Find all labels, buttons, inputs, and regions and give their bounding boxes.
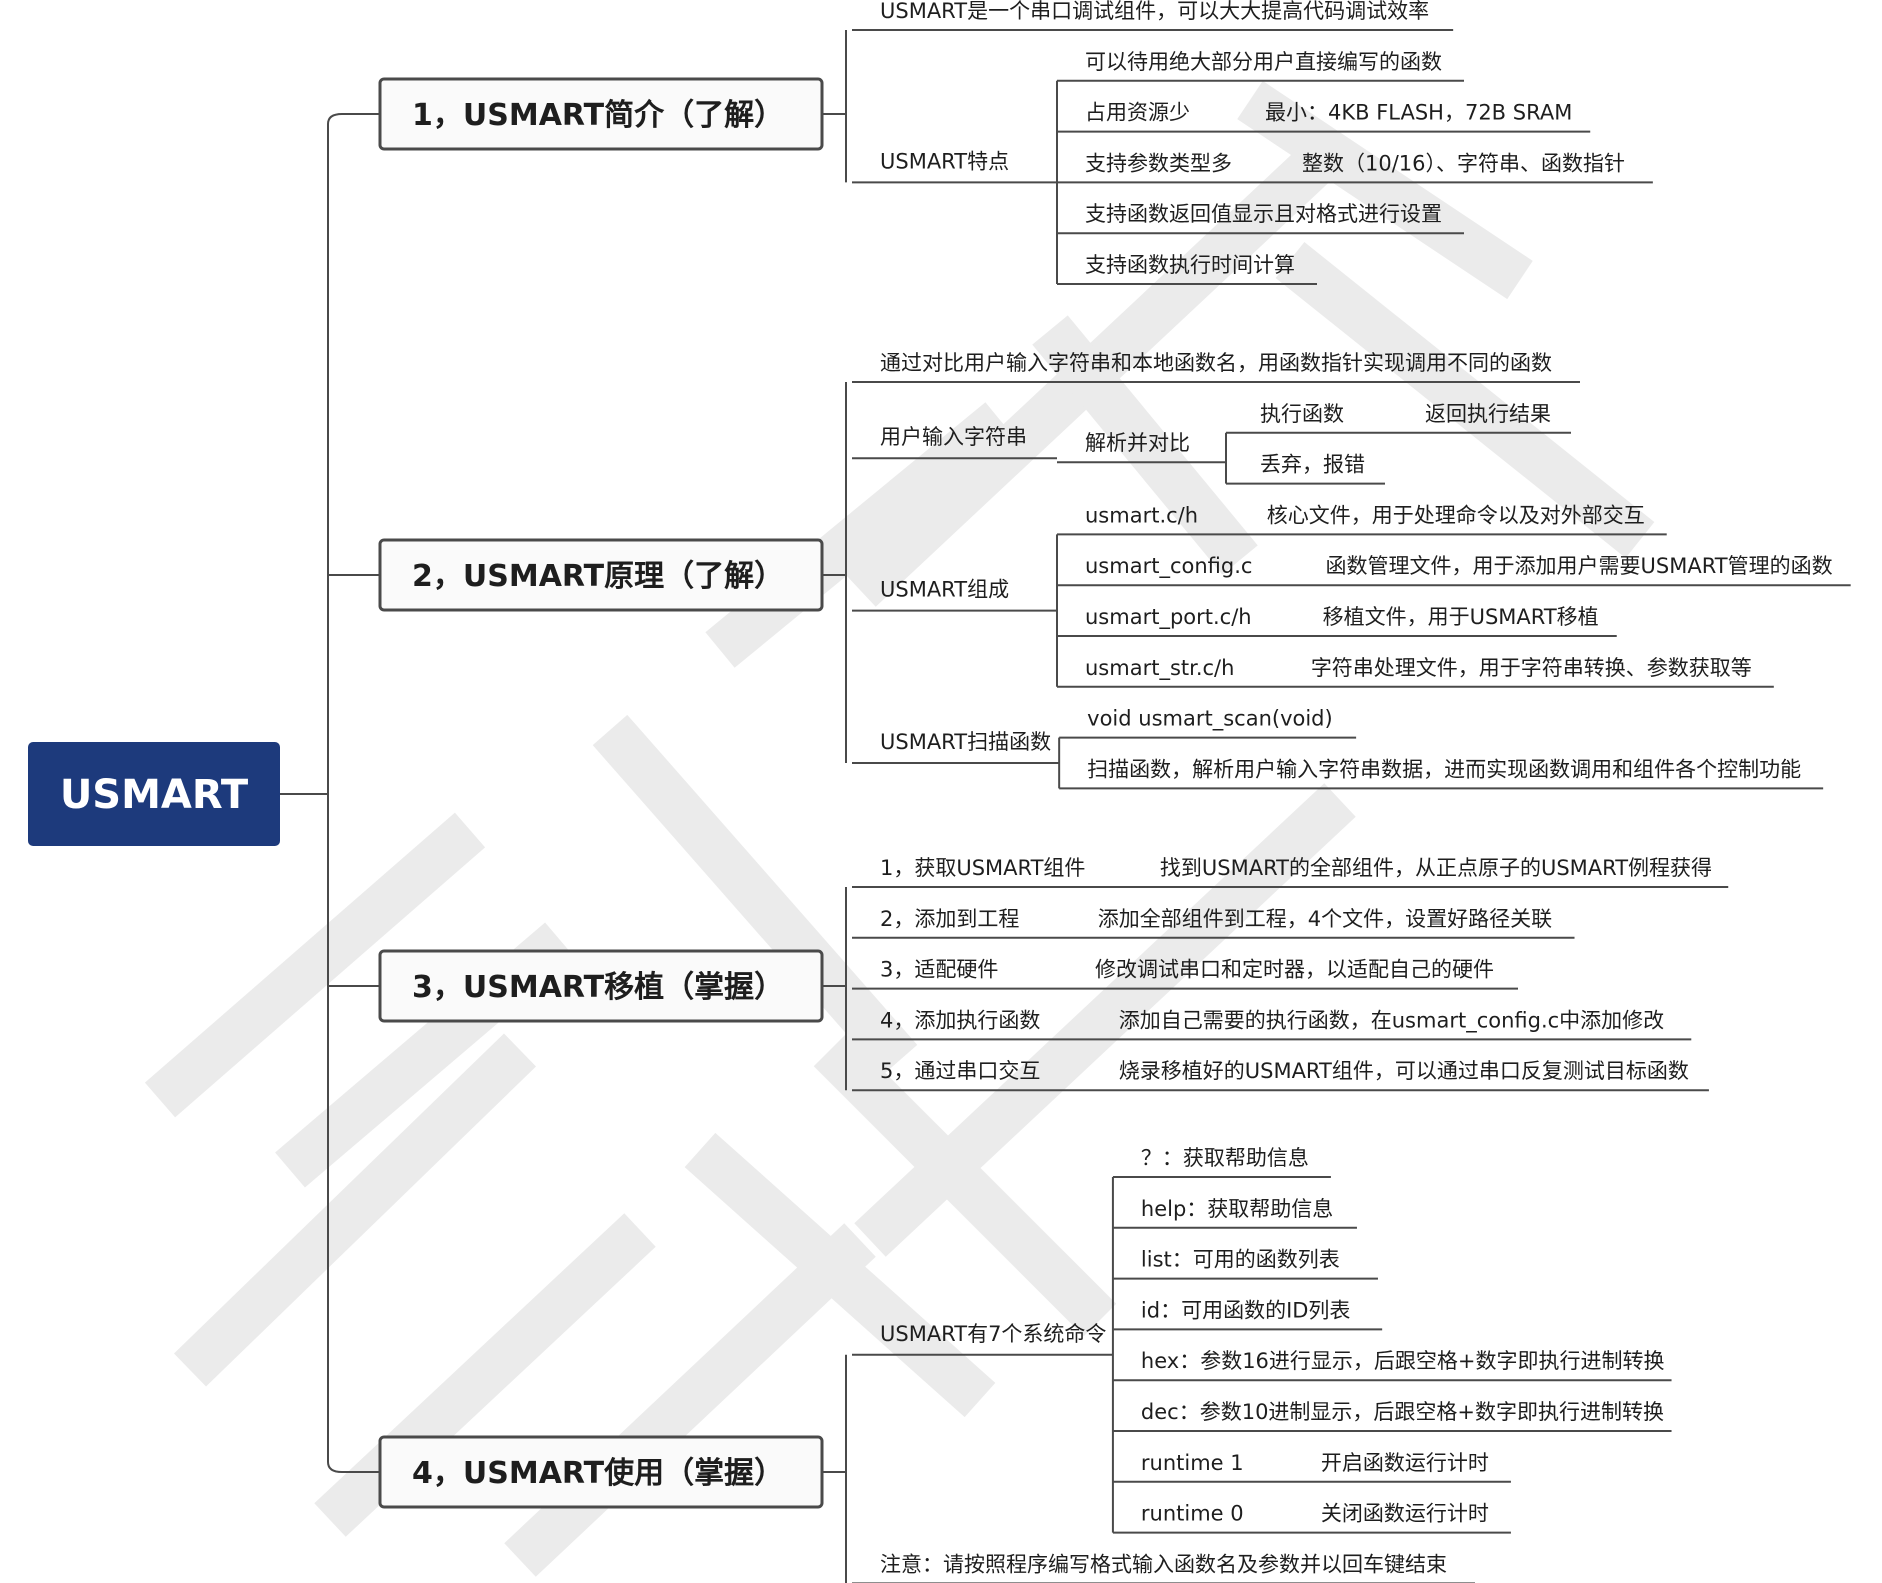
level2-label: 解析并对比 xyxy=(1085,431,1190,455)
root-node[interactable] xyxy=(28,742,280,846)
level1-label: USMART组成 xyxy=(880,578,1009,602)
level1-label: USMART有7个系统命令 xyxy=(880,1322,1106,1346)
level3-label: 执行函数 xyxy=(1260,402,1344,426)
level1-label: 用户输入字符串 xyxy=(880,425,1027,449)
level2-label: 支持函数返回值显示且对格式进行设置 xyxy=(1085,202,1442,226)
level1-label: 注意：请按照程序编写格式输入函数名及参数并以回车键结束 xyxy=(880,1552,1447,1576)
branch-node-label: 2，USMART原理（了解） xyxy=(412,559,784,594)
level2-label: usmart.c/h xyxy=(1085,503,1198,527)
level2-label: dec：参数10进制显示，后跟空格+数字即执行进制转换 xyxy=(1141,1400,1664,1424)
branch-node-label: 1，USMART简介（了解） xyxy=(412,98,784,133)
level1-label: 1，获取USMART组件 xyxy=(880,856,1085,880)
level2-label: help：获取帮助信息 xyxy=(1141,1197,1333,1221)
level2-label: ？：获取帮助信息 xyxy=(1141,1146,1309,1170)
branch-node-label: 4，USMART使用（掌握） xyxy=(412,1456,784,1491)
level2-label: void usmart_scan(void) xyxy=(1087,707,1333,732)
level2-label: 占用资源少 xyxy=(1085,101,1190,125)
leaf-label: 字符串处理文件，用于字符串转换、参数获取等 xyxy=(1311,656,1752,680)
level2-label: usmart_config.c xyxy=(1085,554,1252,579)
level1-label: 4，添加执行函数 xyxy=(880,1008,1040,1032)
level2-label: runtime 0 xyxy=(1141,1502,1244,1526)
level1-label: 通过对比用户输入字符串和本地函数名，用函数指针实现调用不同的函数 xyxy=(880,351,1552,375)
branch-node-label: 3，USMART移植（掌握） xyxy=(412,970,784,1005)
leaf-label: 核心文件，用于处理命令以及对外部交互 xyxy=(1267,503,1645,527)
level3-label: 丢弃，报错 xyxy=(1260,453,1365,477)
branch-connector xyxy=(327,1461,380,1473)
level1-label: USMART特点 xyxy=(880,149,1009,173)
leaf-label: 返回执行结果 xyxy=(1425,402,1551,426)
level2-label: 扫描函数，解析用户输入字符串数据，进而实现函数调用和组件各个控制功能 xyxy=(1087,757,1801,781)
leaf-label: 整数（10/16）、字符串、函数指针 xyxy=(1302,151,1625,175)
level1-label: USMART扫描函数 xyxy=(880,730,1051,754)
leaf-label: 移植文件，用于USMART移植 xyxy=(1323,605,1599,629)
level2-label: hex：参数16进行显示，后跟空格+数字即执行进制转换 xyxy=(1141,1349,1665,1373)
level2-label: list：可用的函数列表 xyxy=(1141,1248,1340,1272)
leaf-label: 烧录移植好的USMART组件，可以通过串口反复测试目标函数 xyxy=(1119,1059,1689,1083)
level1-label: USMART是一个串口调试组件，可以大大提高代码调试效率 xyxy=(880,0,1429,23)
level1-label: 5，通过串口交互 xyxy=(880,1059,1040,1083)
leaf-label: 开启函数运行计时 xyxy=(1321,1451,1489,1475)
leaf-label: 添加全部组件到工程，4个文件，设置好路径关联 xyxy=(1098,907,1552,931)
level2-label: 支持参数类型多 xyxy=(1085,151,1232,175)
branch-connector xyxy=(327,113,380,125)
level2-label: runtime 1 xyxy=(1141,1451,1244,1475)
level2-label: 支持函数执行时间计算 xyxy=(1085,253,1295,277)
level1-label: 3，适配硬件 xyxy=(880,958,998,982)
level2-label: 可以待用绝大部分用户直接编写的函数 xyxy=(1085,50,1442,74)
root-node-label: USMART xyxy=(60,772,249,818)
leaf-label: 修改调试串口和定时器，以适配自己的硬件 xyxy=(1095,958,1494,982)
level1-label: 2，添加到工程 xyxy=(880,907,1019,931)
leaf-label: 关闭函数运行计时 xyxy=(1321,1502,1489,1526)
leaf-label: 添加自己需要的执行函数，在usmart_config.c中添加修改 xyxy=(1119,1008,1664,1033)
leaf-label: 找到USMART的全部组件，从正点原子的USMART例程获得 xyxy=(1160,856,1712,880)
level2-label: id：可用函数的ID列表 xyxy=(1141,1298,1351,1322)
level2-label: usmart_str.c/h xyxy=(1085,656,1234,681)
leaf-label: 函数管理文件，用于添加用户需要USMART管理的函数 xyxy=(1326,554,1833,578)
level2-label: usmart_port.c/h xyxy=(1085,605,1252,630)
leaf-label: 最小：4KB FLASH，72B SRAM xyxy=(1265,101,1572,125)
